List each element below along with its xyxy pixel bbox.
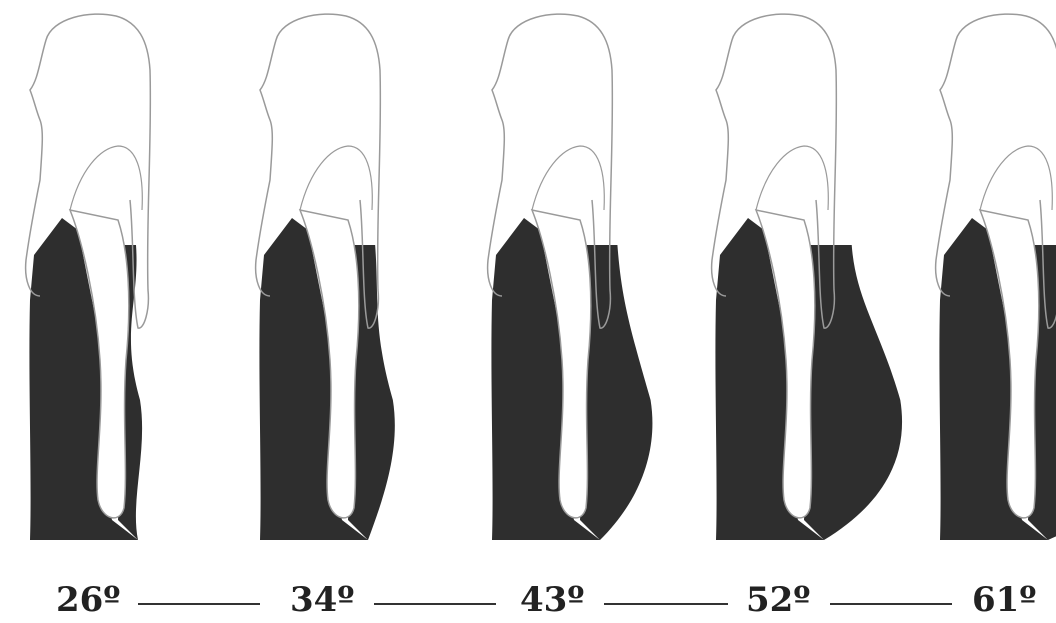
figure-3 xyxy=(488,14,653,540)
connector-line-3 xyxy=(604,603,728,605)
figure-1 xyxy=(26,14,151,540)
figure-5 xyxy=(936,14,1056,540)
angle-label-52: 52º xyxy=(746,580,810,620)
angle-label-26: 26º xyxy=(56,580,120,620)
angle-label-43: 43º xyxy=(520,580,584,620)
angle-label-34: 34º xyxy=(290,580,354,620)
figure-2 xyxy=(256,14,395,540)
connector-line-4 xyxy=(830,603,952,605)
shoulder-outline xyxy=(300,146,372,210)
shoulder-outline xyxy=(980,146,1052,210)
shoulder-outline xyxy=(70,146,142,210)
connector-line-1 xyxy=(138,603,260,605)
angle-label-61: 61º xyxy=(972,580,1036,620)
shoulder-outline xyxy=(756,146,828,210)
connector-line-2 xyxy=(374,603,496,605)
shoulder-outline xyxy=(532,146,604,210)
figure-4 xyxy=(712,14,902,540)
